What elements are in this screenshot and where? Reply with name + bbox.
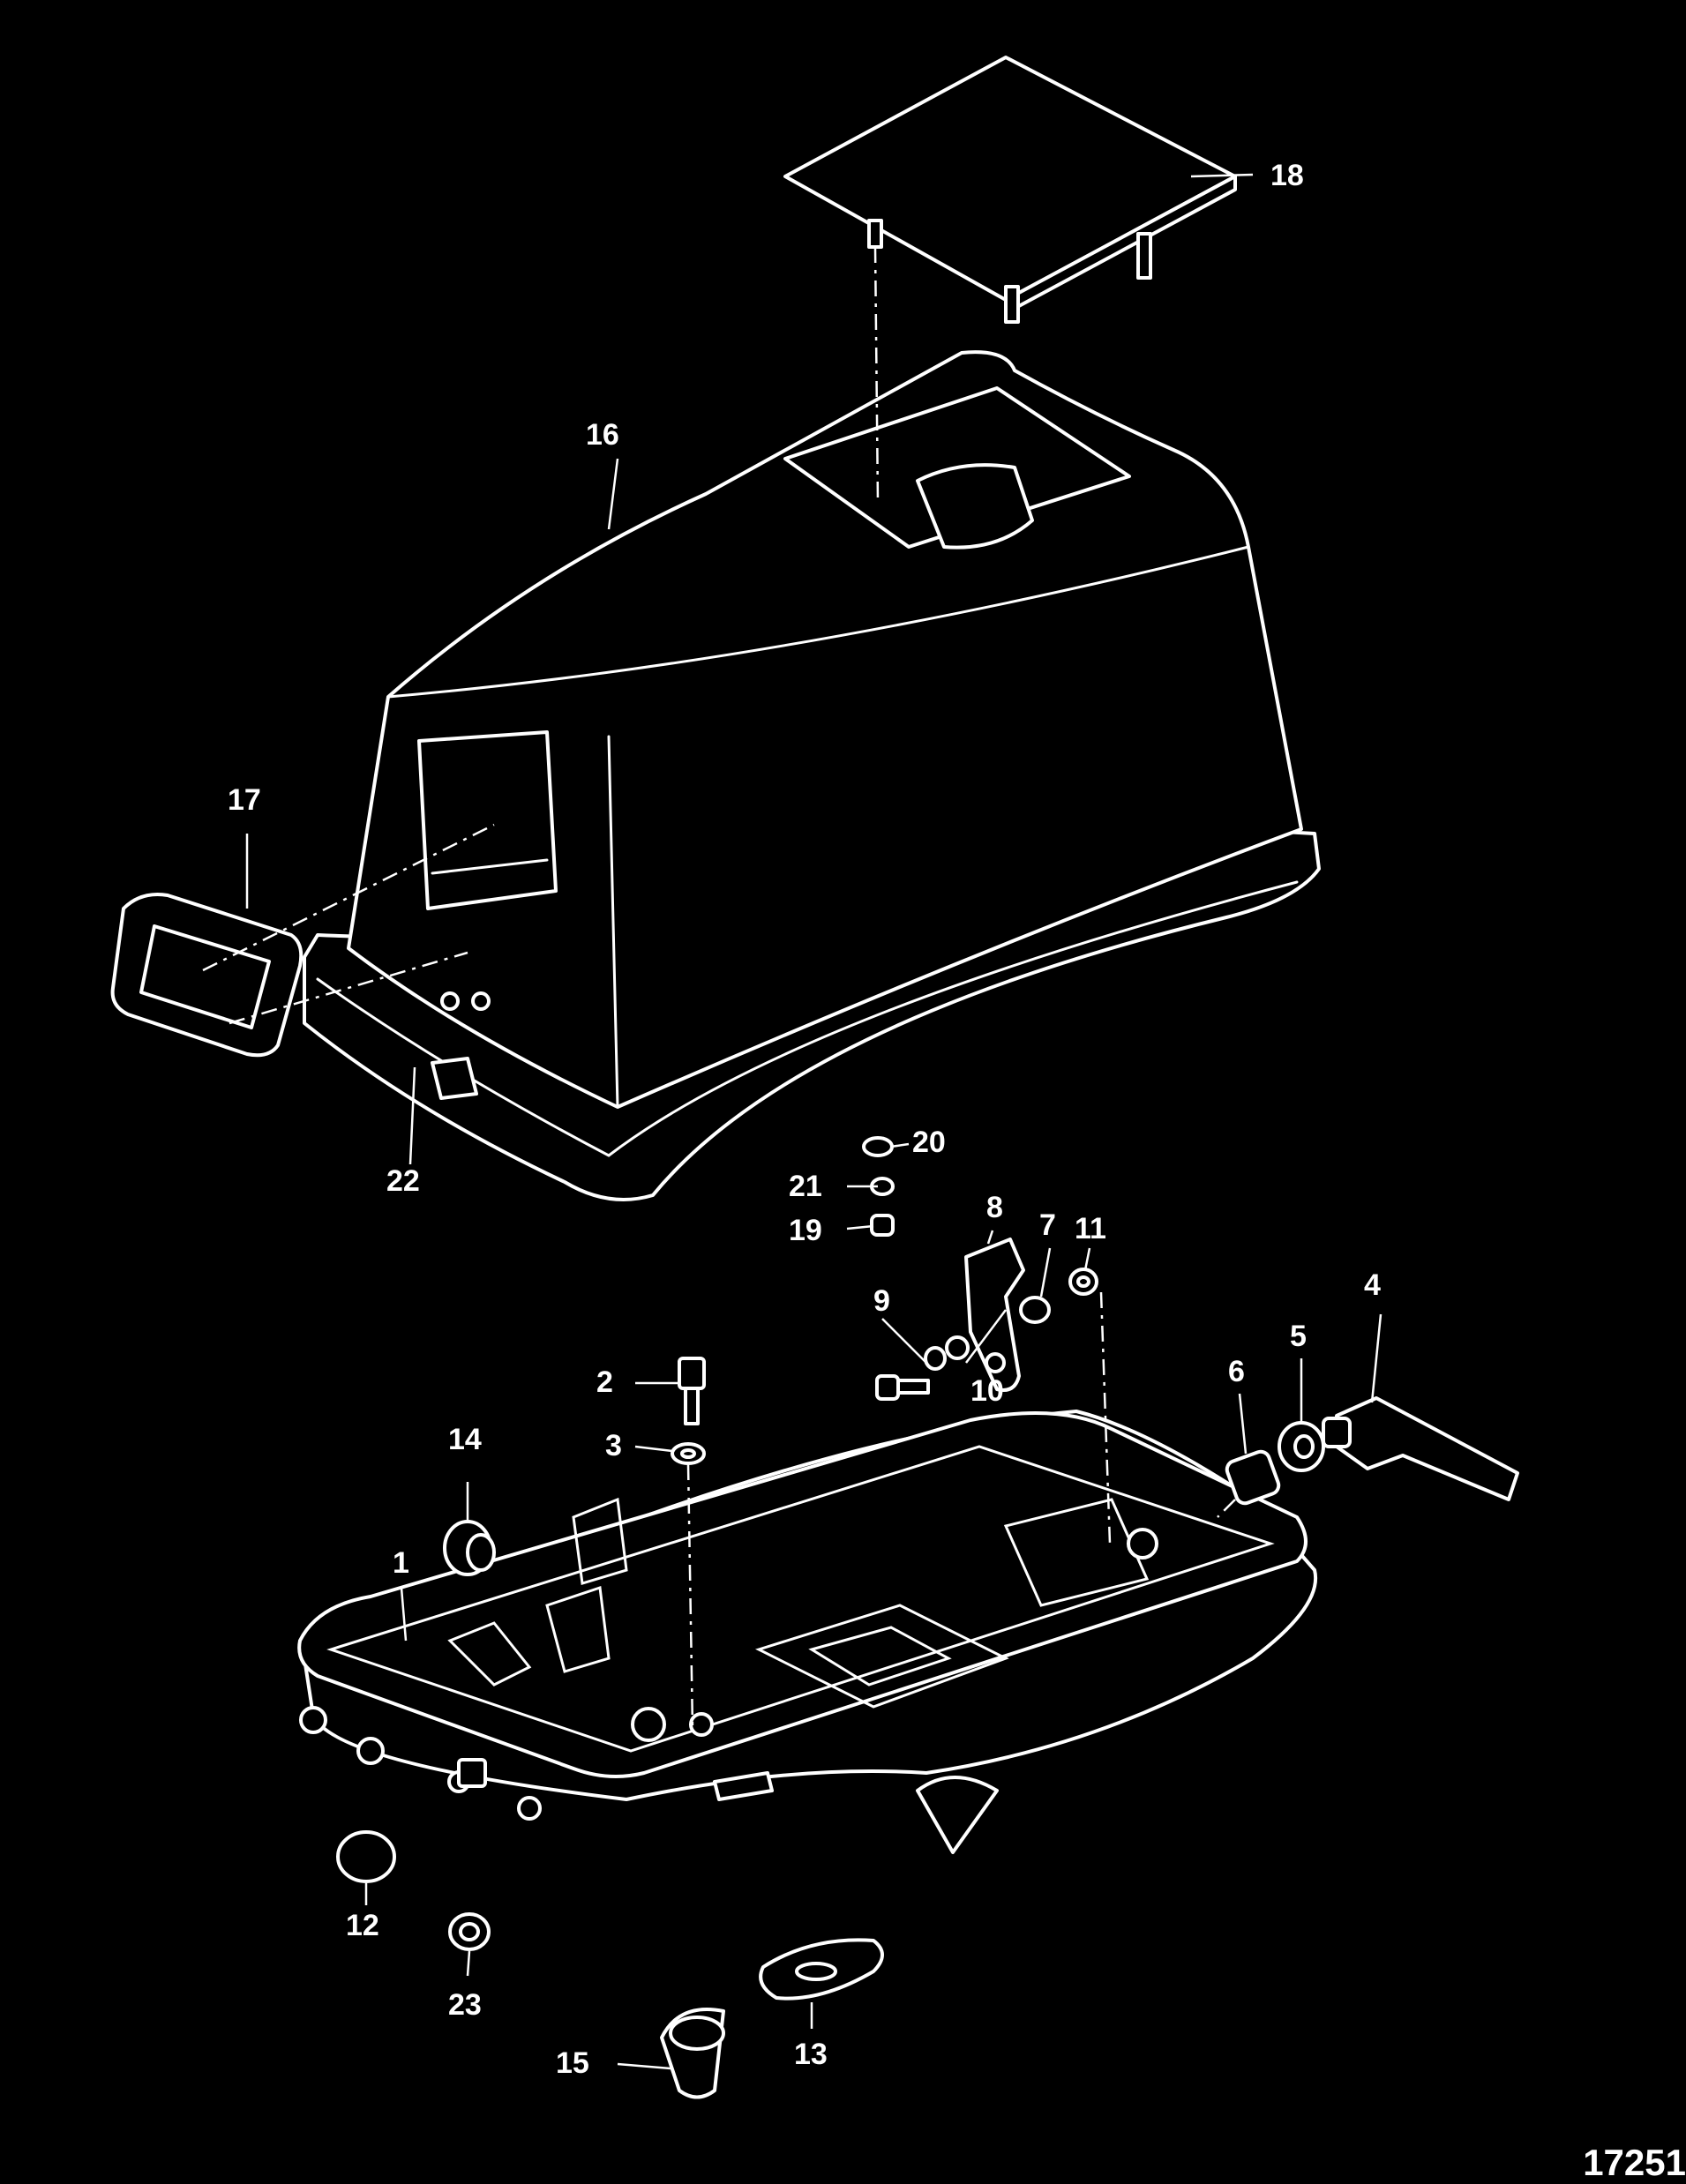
callout-23: 23	[448, 1988, 482, 2022]
callout-17: 17	[228, 783, 261, 817]
callout-11: 11	[1075, 1212, 1106, 1245]
callout-19: 19	[789, 1214, 822, 1247]
callout-9: 9	[873, 1284, 890, 1318]
callout-20: 20	[912, 1126, 946, 1159]
callout-14: 14	[448, 1423, 482, 1456]
callout-12: 12	[346, 1909, 379, 1942]
side-grille	[110, 823, 495, 1058]
callout-5: 5	[1290, 1320, 1307, 1353]
leader-lines	[245, 173, 1383, 2070]
callout-4: 4	[1364, 1268, 1381, 1302]
callout-21: 21	[789, 1170, 822, 1203]
callout-13: 13	[794, 2038, 828, 2071]
callout-7: 7	[1039, 1208, 1056, 1242]
small-hardware	[862, 1136, 895, 1237]
figure-number: 17251	[1583, 2142, 1686, 2183]
callout-8: 8	[986, 1191, 1003, 1224]
callout-18: 18	[1270, 159, 1304, 192]
callout-1: 1	[393, 1546, 409, 1580]
top-cowl	[303, 350, 1321, 1201]
callout-6: 6	[1228, 1355, 1245, 1388]
callout-2: 2	[596, 1365, 613, 1399]
callout-3: 3	[605, 1429, 622, 1462]
lower-cowl-parts	[336, 1238, 1519, 2099]
callout-16: 16	[586, 418, 619, 452]
bottom-cowl	[297, 1410, 1318, 1854]
access-lid	[783, 56, 1237, 504]
callout-22: 22	[386, 1164, 420, 1198]
callout-10: 10	[970, 1374, 1004, 1408]
callout-15: 15	[556, 2046, 589, 2080]
